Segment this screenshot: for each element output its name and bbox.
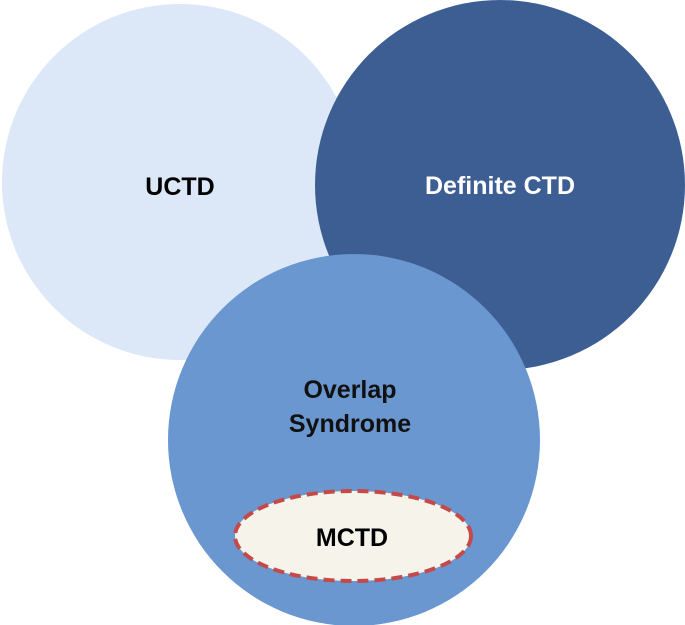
uctd-circle — [2, 4, 358, 360]
mctd-ellipse — [233, 489, 473, 583]
uctd-circle-group — [2, 4, 358, 360]
mctd-ellipse-group — [233, 489, 473, 583]
mctd-label: MCTD — [316, 524, 388, 552]
overlap-label-line-1: Overlap — [303, 376, 396, 404]
overlap-label-line-2: Syndrome — [289, 410, 411, 438]
uctd-label: UCTD — [145, 173, 214, 201]
definite-ctd-label: Definite CTD — [425, 172, 575, 200]
